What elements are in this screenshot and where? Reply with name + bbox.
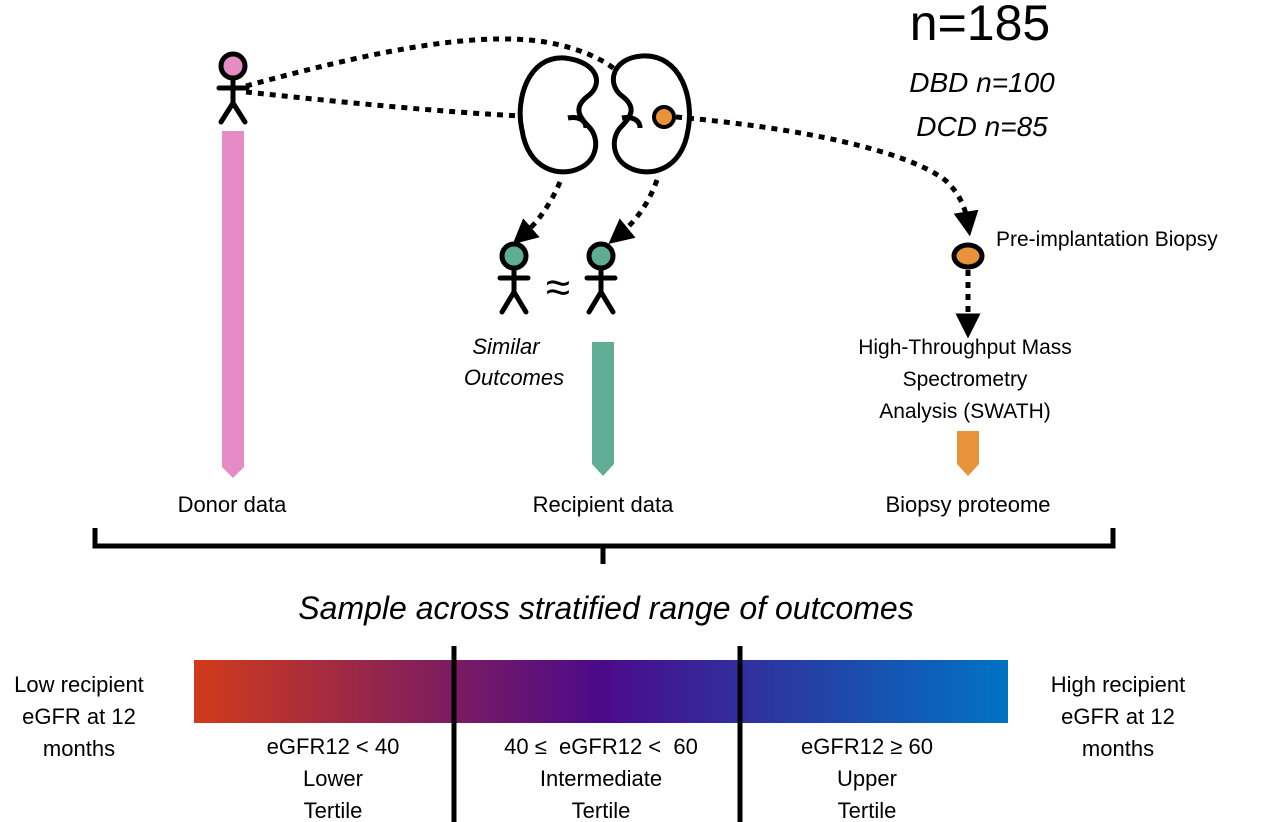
lower-tertile-range: eGFR12 < 40: [267, 734, 400, 759]
mass-spec-line3: Analysis (SWATH): [879, 400, 1051, 423]
upper-tertile-word: Tertile: [838, 798, 897, 822]
upper-tertile-range: eGFR12 ≥ 60: [801, 734, 933, 759]
donor-kidney-connectors: [245, 36, 620, 119]
kidney-right-icon: [610, 53, 692, 175]
high-egfr-line2: eGFR at 12: [1061, 704, 1175, 729]
grouping-bracket: [92, 528, 1116, 564]
recipient-data-label: Recipient data: [533, 492, 674, 517]
intermediate-tertile-range: 40 ≤ eGFR12 < 60: [504, 734, 698, 759]
low-egfr-line2: eGFR at 12: [22, 704, 136, 729]
low-egfr-line3: months: [43, 736, 115, 761]
lower-tertile-word: Tertile: [304, 798, 363, 822]
pre-implantation-biopsy-label: Pre-implantation Biopsy: [996, 228, 1218, 251]
biopsy-site-marker: [652, 105, 676, 129]
donor-data-bar: [222, 131, 244, 478]
lower-tertile-name: Lower: [303, 766, 363, 791]
similar-outcomes-line1: Similar: [472, 334, 541, 359]
kidney-recipient-arrows: [512, 179, 660, 245]
total-count: n=185: [910, 0, 1050, 51]
dbd-count: DBD n=100: [909, 67, 1055, 98]
approximately-equal-symbol: ≈: [546, 263, 570, 312]
high-egfr-line3: months: [1082, 736, 1154, 761]
intermediate-tertile-name: Intermediate: [540, 766, 662, 791]
biopsy-connector: [675, 114, 981, 339]
donor-data-label: Donor data: [178, 492, 288, 517]
similar-outcomes-line2: Outcomes: [464, 365, 564, 390]
recipient-person-icon-2: [584, 241, 618, 315]
high-egfr-line1: High recipient: [1051, 672, 1186, 697]
recipient-person-icon-1: [497, 241, 531, 315]
mass-spec-line1: High-Throughput Mass: [858, 336, 1072, 359]
biopsy-proteome-bar: [957, 431, 979, 476]
dcd-count: DCD n=85: [916, 111, 1048, 142]
biopsy-proteome-label: Biopsy proteome: [885, 492, 1050, 517]
sample-title: Sample across stratified range of outcom…: [298, 590, 913, 626]
upper-tertile-name: Upper: [837, 766, 897, 791]
donor-person-icon: [216, 51, 250, 125]
biopsy-sample-icon: [951, 242, 985, 270]
mass-spec-line2: Spectrometry: [903, 368, 1028, 391]
intermediate-tertile-word: Tertile: [572, 798, 631, 822]
kidney-left-icon: [517, 55, 599, 175]
low-egfr-line1: Low recipient: [14, 672, 144, 697]
egfr-gradient-bar: [194, 660, 1008, 723]
recipient-data-bar: [592, 342, 614, 476]
